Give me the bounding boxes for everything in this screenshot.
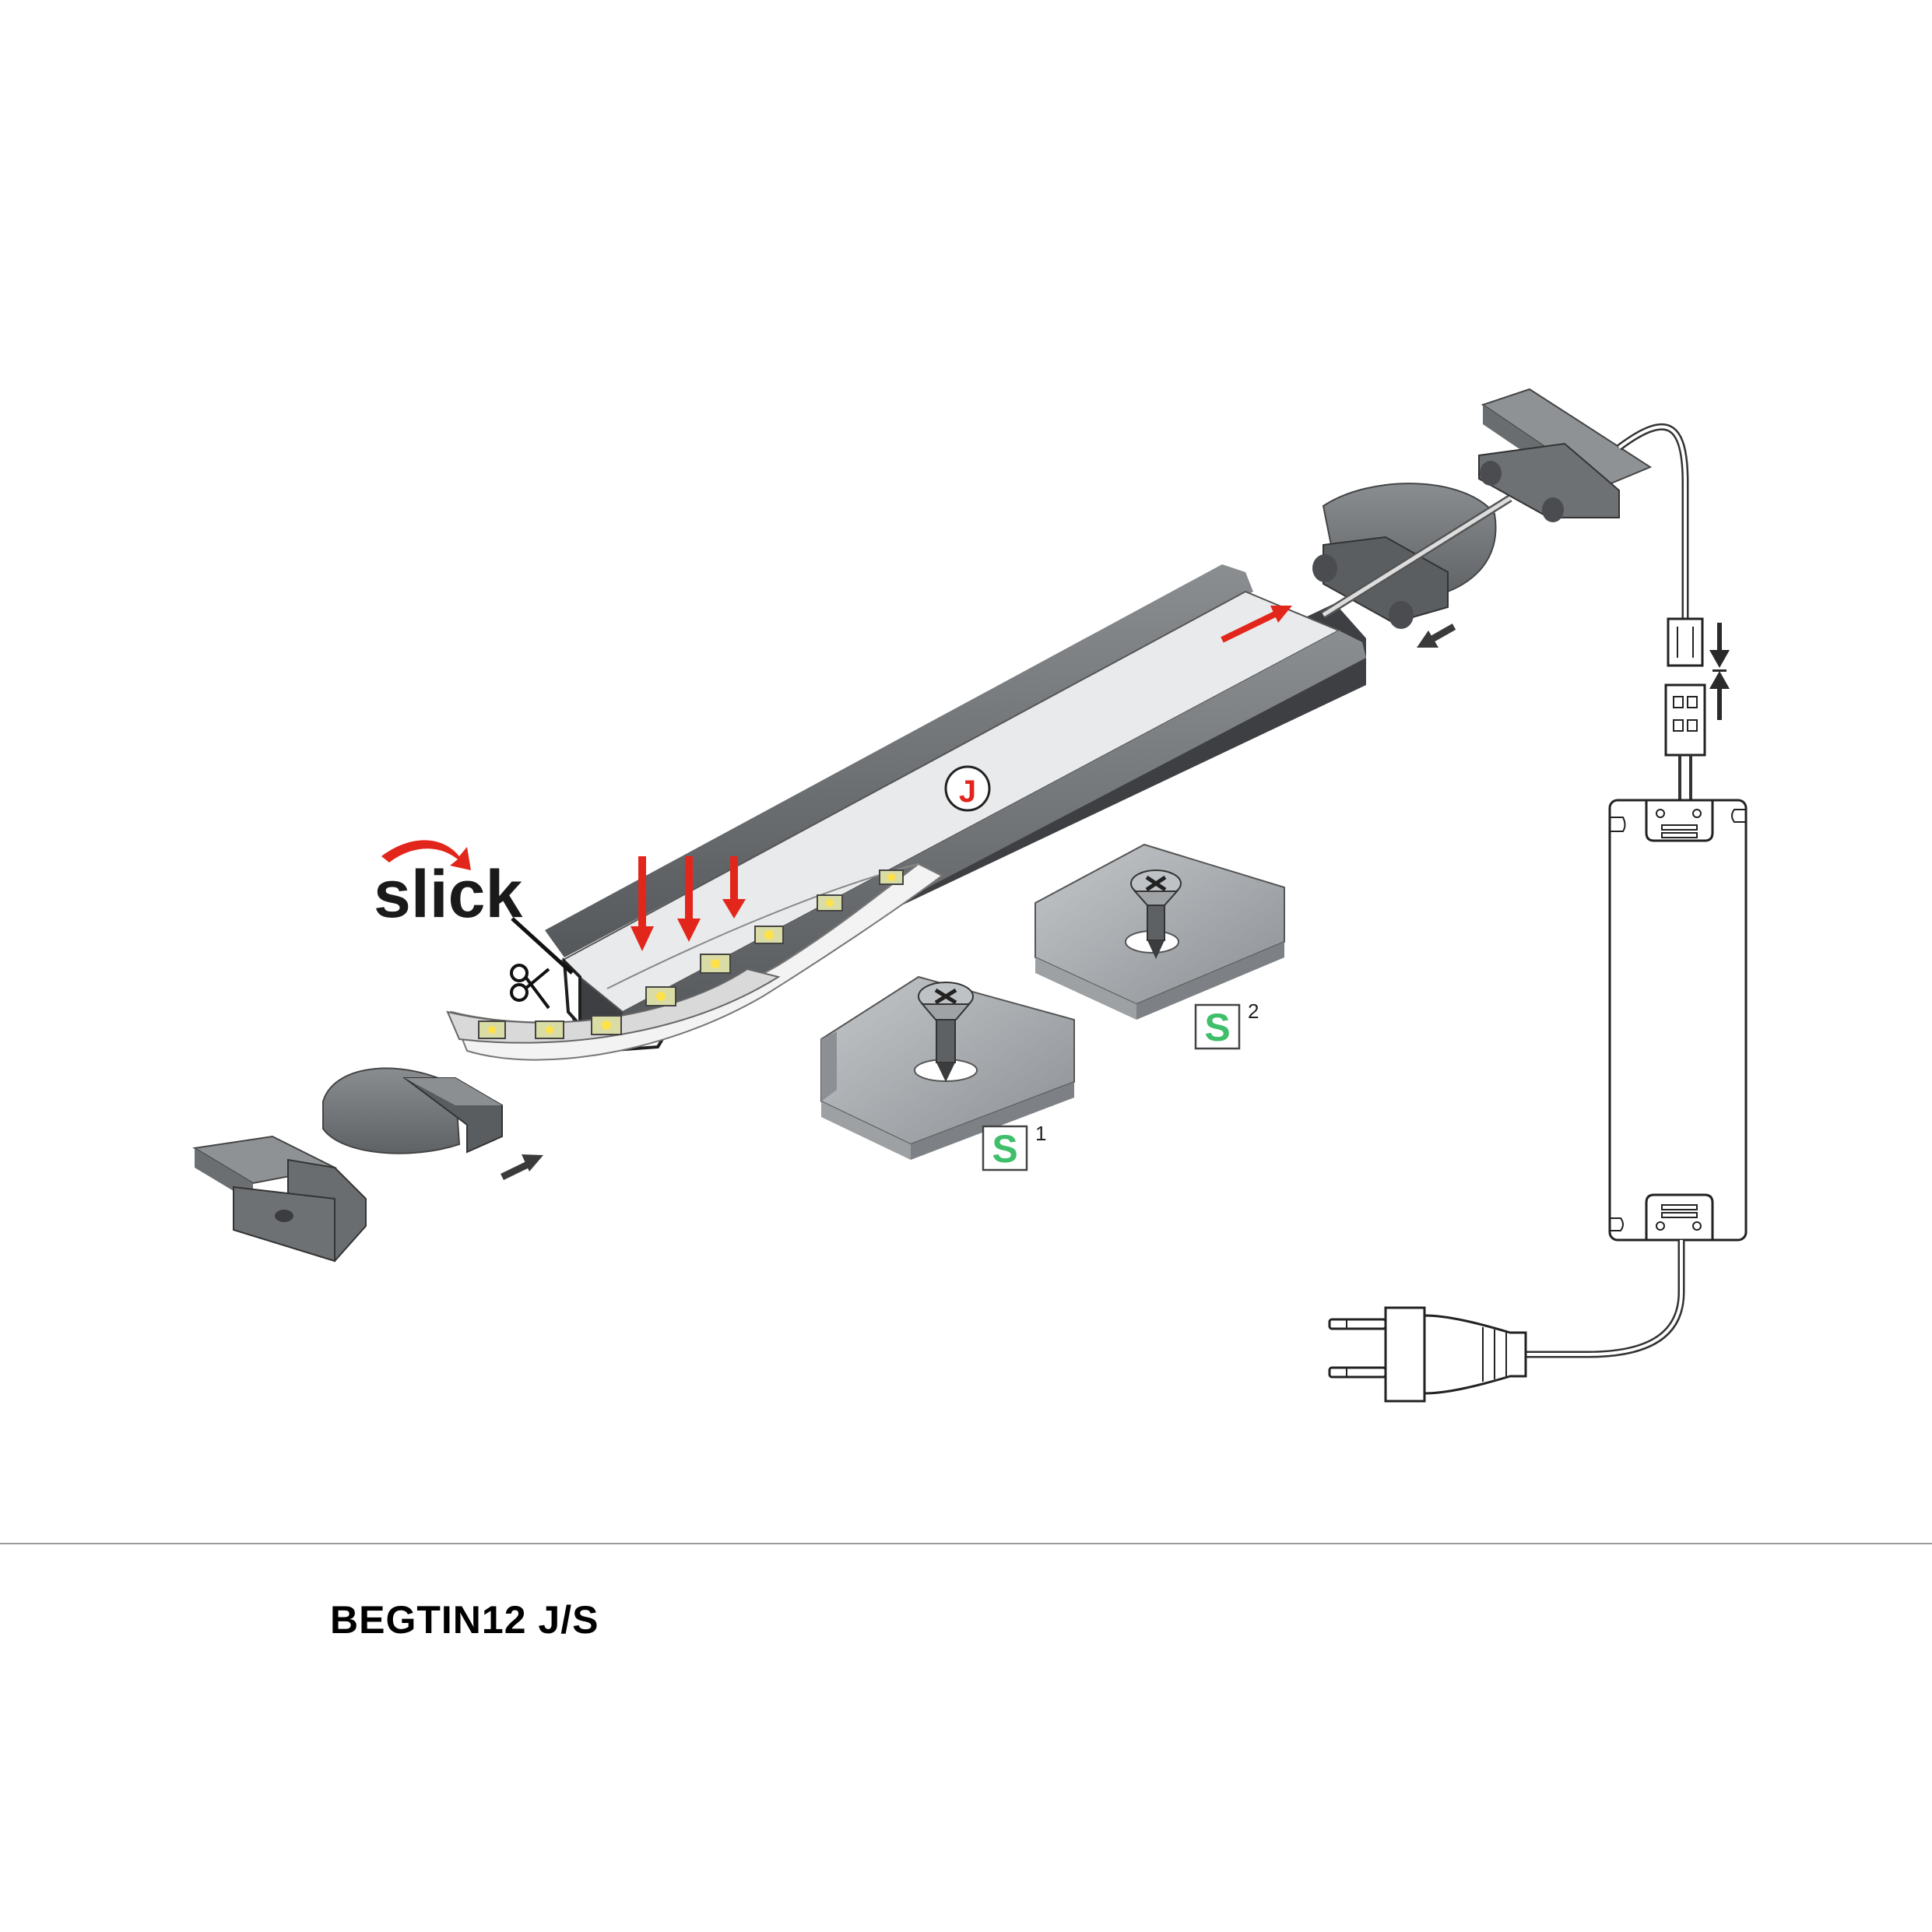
power-supply bbox=[1608, 799, 1748, 1242]
end-cap-left bbox=[322, 1067, 503, 1154]
mounting-clip-2 bbox=[1034, 843, 1285, 1020]
diffuser-marker: J bbox=[944, 765, 991, 812]
slick-logo: slick bbox=[374, 840, 574, 975]
mounting-clip-1 bbox=[820, 975, 1075, 1160]
clip-label-1-letter: S bbox=[992, 1127, 1017, 1171]
press-down-arrows bbox=[631, 856, 746, 951]
clip-label-1: S 1 bbox=[982, 1122, 1046, 1171]
led-chip bbox=[478, 869, 904, 1039]
diffuser-marker-label: J bbox=[959, 775, 976, 809]
clip-label-2-index: 2 bbox=[1248, 999, 1259, 1023]
screw-icon bbox=[918, 982, 974, 1082]
clip-label-2-letter: S bbox=[1204, 1006, 1230, 1049]
end-cap-right-cable bbox=[1478, 388, 1653, 522]
connect-arrows bbox=[1709, 623, 1730, 720]
scissors-icon bbox=[510, 964, 550, 1010]
product-code: BEGTIN12 J/S bbox=[330, 1598, 599, 1642]
clip-label-2: S 2 bbox=[1194, 999, 1259, 1050]
plug-icon bbox=[1328, 1306, 1527, 1403]
diffuser-slide-arrow bbox=[1221, 606, 1292, 643]
clip-label-1-index: 1 bbox=[1035, 1122, 1046, 1145]
push-arrow-left bbox=[501, 1154, 543, 1181]
connector-icon bbox=[1664, 617, 1706, 802]
end-cap-left-cable bbox=[192, 1135, 367, 1263]
screw-icon bbox=[1130, 869, 1182, 959]
slick-label: slick bbox=[374, 857, 522, 932]
push-arrow-right bbox=[1417, 624, 1456, 648]
divider bbox=[0, 1543, 1932, 1544]
